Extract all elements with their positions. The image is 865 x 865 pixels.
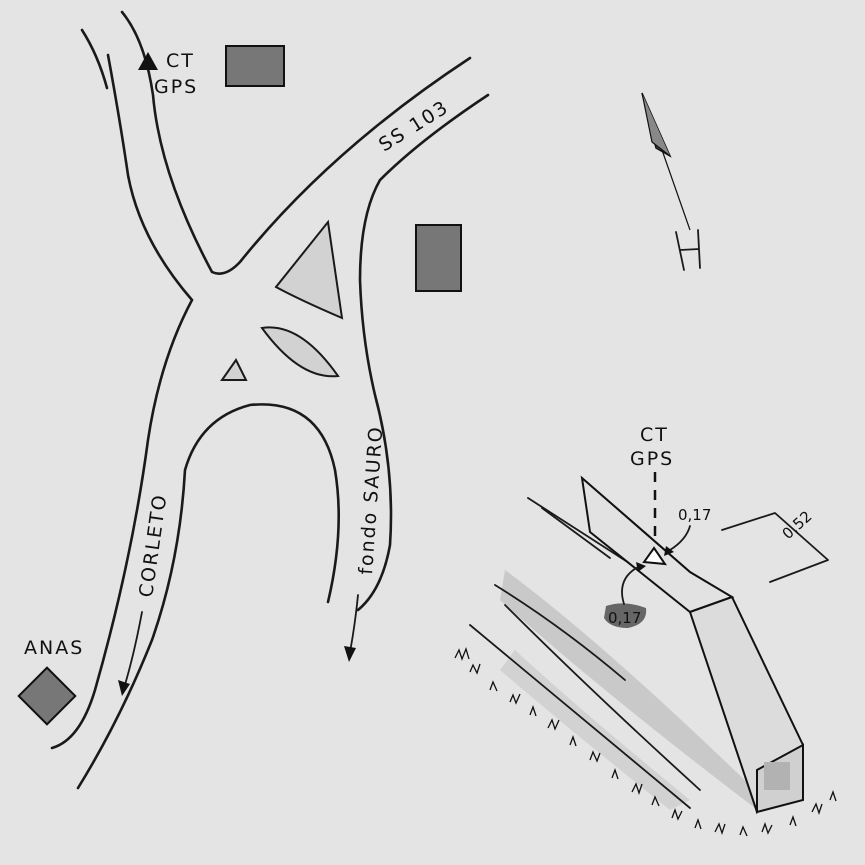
detail-offset-side-label: 0,17 <box>608 609 641 627</box>
gps-station-marker-icon <box>138 52 158 70</box>
detail-offset-top-label: 0,17 <box>678 506 711 524</box>
traffic-island-ellipse <box>260 326 340 378</box>
road-network <box>50 10 490 790</box>
building-top <box>225 45 285 87</box>
building-anas <box>17 666 77 726</box>
road-edge-top-left-a <box>80 28 109 90</box>
north-arrow-icon <box>641 92 701 271</box>
traffic-island-small <box>220 358 248 381</box>
grass-tufts <box>454 647 837 837</box>
traffic-island-triangle <box>274 219 344 320</box>
ground-shading-strip <box>500 570 755 808</box>
map-station-label-ct: CT <box>166 50 195 72</box>
detail-width-dim-label: 0,52 <box>779 507 816 543</box>
road-label-corleto: CORLETO <box>135 492 171 599</box>
road-edge-inner-curve <box>76 403 340 790</box>
road-edge-left-outer <box>50 53 194 750</box>
detail-station-label-gps: GPS <box>630 448 674 470</box>
direction-arrow-fondo-sauro-icon <box>344 594 359 662</box>
road-label-fondo-sauro: fondo SAURO <box>355 425 387 576</box>
detail-station-label-ct: CT <box>640 424 669 446</box>
detail-offset-side-label-bg <box>604 603 647 628</box>
benchmark-block-top <box>580 475 735 614</box>
map-station-label-gps: GPS <box>154 76 198 98</box>
benchmark-detail-sketch: CT GPS 0,17 0,17 0,52 <box>454 424 837 837</box>
detail-station-marker-icon <box>642 546 668 566</box>
road-edge-ss103-lower <box>356 93 490 612</box>
road-edge-top-left-b <box>120 10 472 275</box>
direction-arrow-corleto-icon <box>118 611 143 696</box>
traffic-islands <box>220 219 344 381</box>
building-right <box>415 224 462 292</box>
building-label-anas: ANAS <box>24 637 84 659</box>
detail-width-dimension-line <box>721 512 829 583</box>
